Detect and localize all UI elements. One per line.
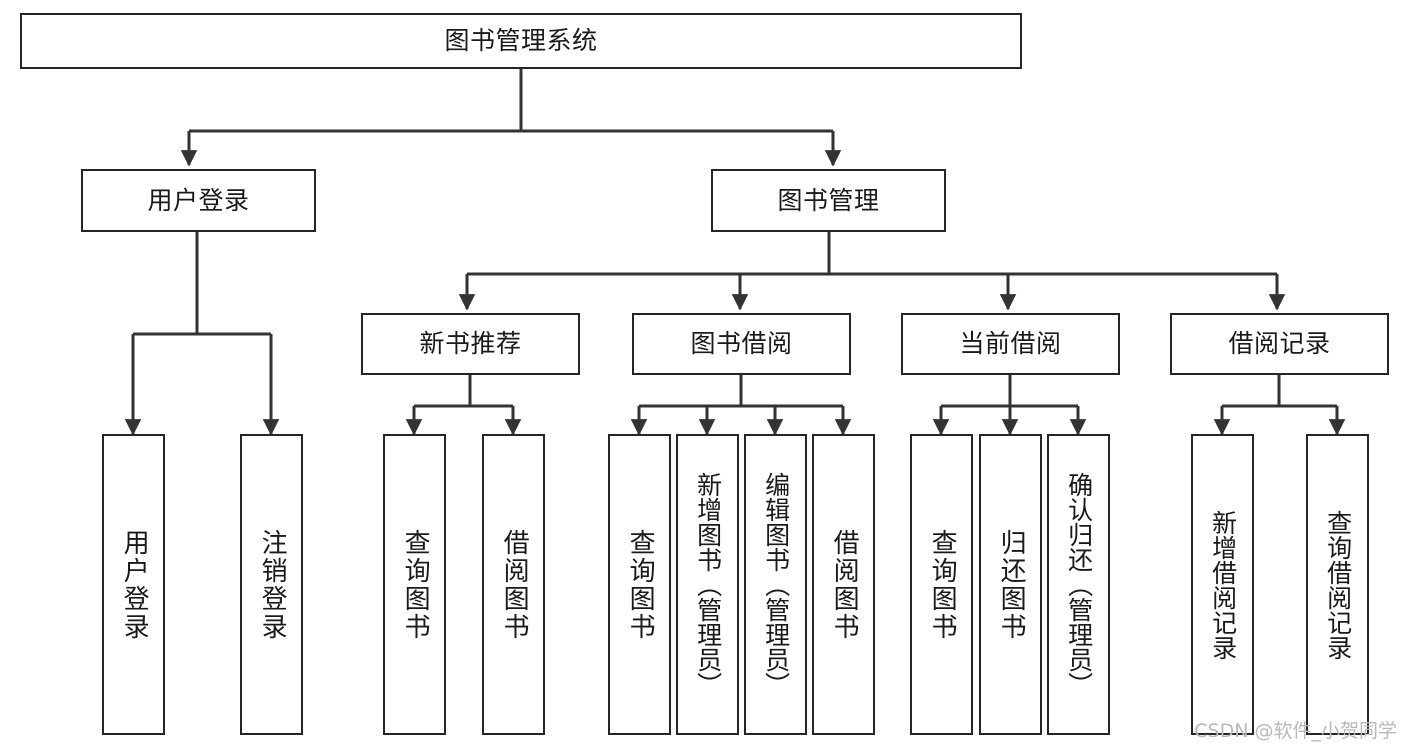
leaf-query-book-borrow[interactable]: 查询图书 xyxy=(608,434,671,735)
node-label: 确认归还（管理员） xyxy=(1064,472,1094,697)
node-label: 查询图书 xyxy=(625,528,656,641)
leaf-edit-book-admin[interactable]: 编辑图书（管理员） xyxy=(744,434,807,735)
edge-current-borrow-bus xyxy=(941,375,1078,408)
node-new-book-recommendation[interactable]: 新书推荐 xyxy=(361,313,580,375)
edge-book-borrow-bus xyxy=(639,375,843,408)
node-label: 归还图书 xyxy=(996,528,1027,641)
node-borrow-record[interactable]: 借阅记录 xyxy=(1170,313,1389,375)
edge-borrow-record-bus xyxy=(1222,375,1337,408)
node-label: 用户登录 xyxy=(147,185,250,215)
node-label: 新增图书（管理员） xyxy=(693,472,723,697)
node-label: 借阅图书 xyxy=(829,528,860,641)
node-label: 查询借阅记录 xyxy=(1323,509,1353,660)
node-label: 借阅记录 xyxy=(1228,329,1331,358)
edge-user-login-bus xyxy=(133,232,271,336)
leaf-add-borrow-record[interactable]: 新增借阅记录 xyxy=(1191,434,1254,735)
node-label: 图书借阅 xyxy=(690,329,793,358)
leaf-query-book-current[interactable]: 查询图书 xyxy=(910,434,973,735)
node-current-borrow[interactable]: 当前借阅 xyxy=(901,313,1120,375)
edge-new-book-bus xyxy=(414,375,513,408)
csdn-watermark: CSDN @软件_小贺同学 xyxy=(1194,720,1397,742)
leaf-borrow-book-new-rec[interactable]: 借阅图书 xyxy=(482,434,545,735)
leaf-return-book[interactable]: 归还图书 xyxy=(979,434,1042,735)
node-label: 注销登录 xyxy=(257,528,288,641)
node-label: 图书管理系统 xyxy=(444,26,598,55)
leaf-query-book-new-rec[interactable]: 查询图书 xyxy=(383,434,446,735)
node-user-login[interactable]: 用户登录 xyxy=(81,169,316,232)
node-label: 图书管理 xyxy=(777,185,880,215)
node-label: 编辑图书（管理员） xyxy=(761,472,791,697)
node-label: 新增借阅记录 xyxy=(1208,509,1238,660)
leaf-query-borrow-record[interactable]: 查询借阅记录 xyxy=(1306,434,1369,735)
leaf-confirm-return-admin[interactable]: 确认归还（管理员） xyxy=(1047,434,1110,735)
node-book-borrow[interactable]: 图书借阅 xyxy=(632,313,851,375)
node-label: 借阅图书 xyxy=(499,528,530,641)
node-label: 用户登录 xyxy=(119,528,150,641)
edge-book-manage-bus xyxy=(467,232,1277,276)
node-label: 查询图书 xyxy=(927,528,958,641)
node-label: 新书推荐 xyxy=(419,329,522,358)
node-root-system[interactable]: 图书管理系统 xyxy=(20,13,1022,69)
node-label: 查询图书 xyxy=(400,528,431,641)
node-label: 当前借阅 xyxy=(959,329,1062,358)
edge-root-bus xyxy=(189,69,833,133)
node-book-management[interactable]: 图书管理 xyxy=(711,169,946,232)
leaf-borrow-book-borrow[interactable]: 借阅图书 xyxy=(812,434,875,735)
leaf-add-book-admin[interactable]: 新增图书（管理员） xyxy=(676,434,739,735)
leaf-user-login[interactable]: 用户登录 xyxy=(102,434,165,735)
leaf-logout[interactable]: 注销登录 xyxy=(240,434,303,735)
